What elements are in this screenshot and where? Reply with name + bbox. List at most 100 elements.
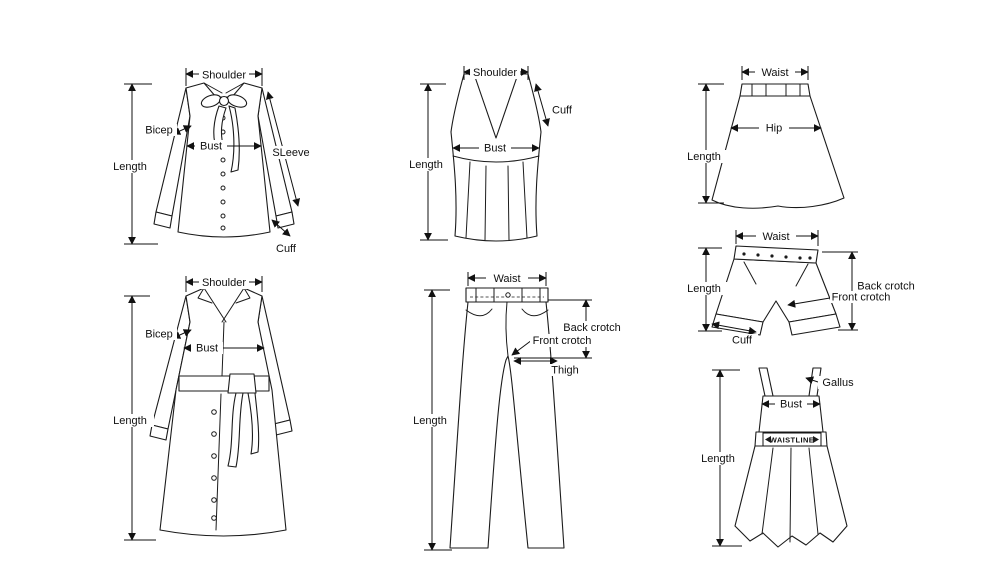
dress-strap-left bbox=[758, 367, 774, 397]
skirt-body bbox=[711, 95, 845, 209]
blouse-length-label-bg bbox=[107, 160, 154, 173]
blouse-button bbox=[220, 171, 226, 177]
blouse-collar-line-right bbox=[225, 82, 245, 94]
shorts-rivet bbox=[798, 256, 802, 260]
coat-bust-label: Bust bbox=[196, 343, 218, 355]
shorts-back-crotch-label: Back crotch bbox=[857, 281, 914, 293]
tank-top-panel-seam bbox=[465, 161, 471, 239]
dress-bust-label-bg bbox=[775, 398, 807, 410]
dress-gallus-label-bg bbox=[818, 376, 858, 389]
blouse-button bbox=[220, 185, 226, 191]
pants-pocket-left bbox=[465, 308, 493, 317]
pants-front-crotch-label: Front crotch bbox=[533, 335, 592, 347]
dress-skirt-fold bbox=[789, 447, 792, 543]
pants-length-label: Length bbox=[413, 415, 447, 427]
shorts-rivet bbox=[742, 252, 746, 256]
coat-button bbox=[211, 475, 217, 481]
pants-front-crotch-label-bg bbox=[530, 334, 594, 347]
pants-thigh-label-bg bbox=[547, 364, 583, 376]
pants-waist-label-bg bbox=[486, 272, 528, 285]
tank-top-diagram: Shoulder Cuff Bust Length bbox=[403, 66, 577, 242]
blouse-bicep-label-bg bbox=[141, 124, 177, 136]
shorts-waist-label: Waist bbox=[762, 231, 789, 243]
tank-length-label-bg bbox=[403, 158, 450, 171]
dress-bust-label: Bust bbox=[780, 399, 802, 411]
dress-diagram: Gallus Bust WAISTLINE Length bbox=[695, 367, 858, 548]
shorts-rivet bbox=[808, 256, 812, 260]
blouse-length-label: Length bbox=[113, 161, 147, 173]
skirt-length-label: Length bbox=[687, 151, 721, 163]
shorts-pocket-line bbox=[743, 261, 757, 285]
tank-top-panel-seam bbox=[522, 161, 528, 239]
shorts-diagram: Waist Length Back crotch Front crotch Cu… bbox=[681, 230, 916, 347]
coat-front-opening-lower bbox=[215, 393, 222, 531]
coat-shoulder-label-bg bbox=[199, 276, 249, 289]
tank-cuff-label: Cuff bbox=[552, 105, 573, 117]
coat-lapel-right bbox=[221, 287, 245, 323]
pants-back-crotch-label-bg bbox=[562, 321, 622, 334]
shorts-length-label: Length bbox=[687, 283, 721, 295]
shorts-cuff-label-bg bbox=[726, 334, 758, 346]
blouse-cuff-arrow bbox=[271, 219, 291, 237]
tank-length-label: Length bbox=[409, 159, 443, 171]
pants-diagram: Waist Length Back crotch Front crotch Th… bbox=[407, 272, 622, 551]
dress-waistline-arrow-left bbox=[765, 436, 771, 443]
skirt-waist-label: Waist bbox=[761, 67, 788, 79]
blouse-shoulder-label: Shoulder bbox=[202, 70, 246, 82]
dress-length-label-bg bbox=[695, 452, 742, 465]
coat-belt-tie-left bbox=[227, 392, 244, 468]
blouse-button bbox=[220, 157, 226, 163]
dress-length-label: Length bbox=[701, 453, 735, 465]
shorts-rivet bbox=[770, 254, 774, 258]
blouse-shoulder-label-bg bbox=[199, 68, 249, 81]
coat-left-cuff bbox=[149, 424, 169, 441]
dress-skirt-fold bbox=[761, 447, 774, 535]
blouse-bust-label: Bust bbox=[200, 141, 222, 153]
skirt-hip-label: Hip bbox=[766, 123, 783, 135]
dress-gallus-leader bbox=[805, 376, 819, 385]
shorts-front-crotch-label: Front crotch bbox=[832, 292, 891, 304]
pants-pocket-right bbox=[521, 308, 549, 317]
coat-button bbox=[211, 515, 217, 521]
pants-thigh-label: Thigh bbox=[551, 365, 579, 377]
shorts-body bbox=[715, 258, 837, 323]
tank-bust-label: Bust bbox=[484, 143, 506, 155]
blouse-button bbox=[220, 225, 226, 231]
blouse-bow-tail-right bbox=[228, 105, 240, 173]
tank-top-panel-seam bbox=[484, 165, 487, 241]
shorts-rivet bbox=[756, 253, 760, 257]
coat-collar-notch-right bbox=[235, 287, 251, 304]
shorts-front-crotch-leader bbox=[787, 297, 831, 308]
shorts-cuff-label: Cuff bbox=[732, 335, 753, 347]
tank-cuff-arrow bbox=[534, 83, 550, 127]
blouse-sleeve-label-bg bbox=[271, 146, 311, 159]
shorts-rivet bbox=[784, 255, 788, 259]
tank-cuff-label-bg bbox=[547, 104, 577, 116]
blouse-diagram: Shoulder Length Bicep Bust SLeeve Cuff bbox=[107, 68, 311, 255]
blouse-cuff-label: Cuff bbox=[276, 243, 297, 255]
coat-bicep-label-bg bbox=[141, 328, 177, 340]
shorts-length-label-bg bbox=[681, 282, 728, 295]
pants-button bbox=[505, 292, 511, 298]
pants-length-label-bg bbox=[407, 414, 454, 427]
coat-button bbox=[211, 497, 217, 503]
coat-length-label-bg bbox=[107, 414, 154, 427]
blouse-button bbox=[220, 213, 226, 219]
coat-diagram: Shoulder Bicep Bust Length bbox=[107, 276, 293, 541]
shorts-waist-label-bg bbox=[756, 230, 796, 243]
pants-fly-line bbox=[505, 301, 509, 357]
dress-waistline-arrow-right bbox=[813, 436, 819, 443]
coat-collar-notch-left bbox=[197, 287, 213, 304]
tank-top-underbust-seam bbox=[452, 155, 540, 163]
pants-back-crotch-label: Back crotch bbox=[563, 322, 620, 334]
shorts-right-cuff bbox=[788, 313, 841, 336]
coat-button bbox=[211, 453, 217, 459]
coat-bust-label-bg bbox=[191, 342, 223, 354]
dress-waistline-box bbox=[762, 432, 822, 447]
coat-button bbox=[211, 409, 217, 415]
blouse-sleeve-label: SLeeve bbox=[272, 147, 309, 159]
skirt-waist-label-bg bbox=[755, 66, 795, 79]
pants-front-crotch-leader bbox=[511, 339, 533, 356]
